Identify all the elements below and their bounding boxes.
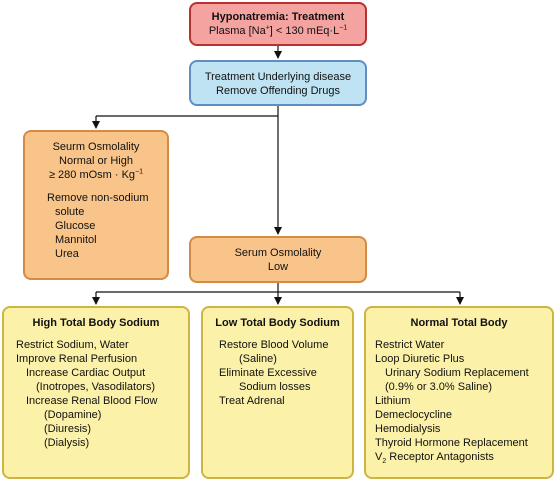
high-total-body-sodium-box: High Total Body Sodium Restrict Sodium, … <box>2 306 190 479</box>
high-sodium-item: Increase Cardiac Output <box>26 367 146 379</box>
osmolality-high-line7: Mannitol <box>55 234 97 246</box>
osmolality-high-line1: Seurm Osmolality <box>52 141 140 153</box>
underlying-disease-box: Treatment Underlying disease Remove Offe… <box>189 60 367 106</box>
osmolality-low-box: Serum Osmolality Low <box>189 236 367 283</box>
high-sodium-item: Restrict Sodium, Water <box>16 339 129 351</box>
normal-body-item: Thyroid Hormone Replacement <box>375 437 528 449</box>
low-sodium-item: Sodium losses <box>239 381 311 393</box>
normal-body-item: Demeclocycline <box>375 409 453 421</box>
underlying-disease-line2: Remove Offending Drugs <box>216 85 340 97</box>
high-sodium-item: (Dialysis) <box>44 437 90 449</box>
v2-receptor-antagonists-item: V2 Receptor Antagonists <box>375 451 494 466</box>
osmolality-high-line5: solute <box>55 206 85 218</box>
normal-body-title: Normal Total Body <box>410 317 508 329</box>
underlying-disease-line1: Treatment Underlying disease <box>204 71 352 83</box>
osmolality-high-threshold: ≥ 280 mOsm · Kg−1 <box>48 168 144 181</box>
plasma-sodium-criterion: Plasma [Na+] < 130 mEq·L−1 <box>208 24 348 37</box>
osmolality-high-line2: Normal or High <box>59 155 133 167</box>
normal-body-item: Lithium <box>375 395 411 407</box>
high-sodium-item: (Dopamine) <box>44 409 102 421</box>
normal-body-item: (0.9% or 3.0% Saline) <box>385 381 492 393</box>
normal-body-item: Urinary Sodium Replacement <box>385 367 529 379</box>
osmolality-high-line4: Remove non-sodium <box>47 192 149 204</box>
osmolality-low-line2: Low <box>267 261 289 273</box>
normal-total-body-box: Normal Total Body Restrict Water Loop Di… <box>364 306 554 479</box>
osmolality-low-line1: Serum Osmolality <box>234 247 322 259</box>
low-total-body-sodium-box: Low Total Body Sodium Restore Blood Volu… <box>201 306 354 479</box>
osmolality-high-line6: Glucose <box>55 220 96 232</box>
osmolality-high-line8: Urea <box>55 248 79 260</box>
low-sodium-item: Eliminate Excessive <box>219 367 317 379</box>
hyponatremia-box: Hyponatremia: Treatment Plasma [Na+] < 1… <box>189 2 367 46</box>
high-sodium-item: (Diuresis) <box>44 423 92 435</box>
hyponatremia-title: Hyponatremia: Treatment <box>211 11 345 23</box>
high-sodium-item: Improve Renal Perfusion <box>16 353 138 365</box>
normal-body-item: Restrict Water <box>375 339 445 351</box>
high-sodium-item: Increase Renal Blood Flow <box>26 395 158 407</box>
high-sodium-title: High Total Body Sodium <box>32 317 160 329</box>
low-sodium-item: Treat Adrenal <box>219 395 285 407</box>
low-sodium-item: Restore Blood Volume <box>219 339 329 351</box>
low-sodium-title: Low Total Body Sodium <box>215 317 340 329</box>
low-sodium-item: (Saline) <box>239 353 277 365</box>
osmolality-high-box: Seurm Osmolality Normal or High ≥ 280 mO… <box>23 130 169 280</box>
normal-body-item: Hemodialysis <box>375 423 441 435</box>
high-sodium-item: (Inotropes, Vasodilators) <box>36 381 156 393</box>
normal-body-item: Loop Diuretic Plus <box>375 353 465 365</box>
